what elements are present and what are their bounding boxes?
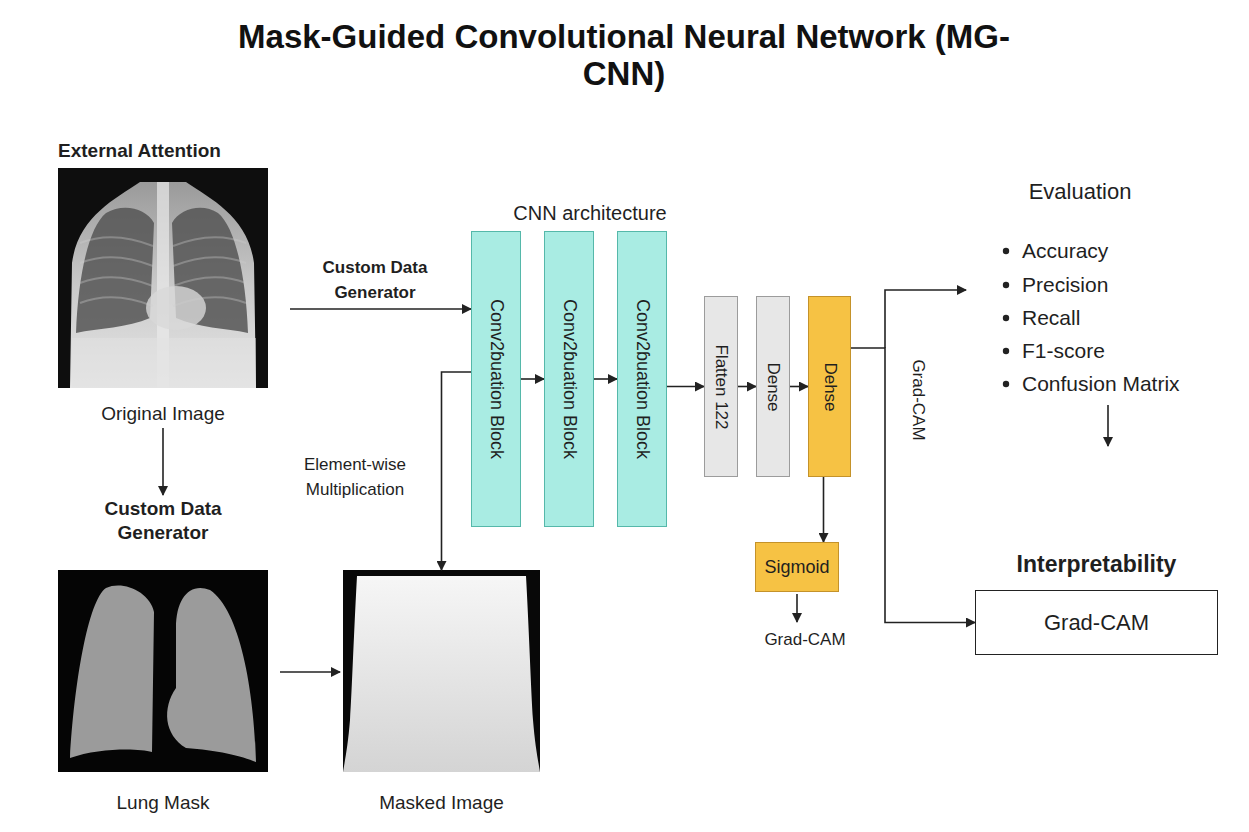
panel-caption: Original Image (58, 402, 268, 426)
metric-item: Accuracy (1022, 238, 1242, 264)
connector-arrow (738, 386, 756, 388)
panel-caption: Lung Mask (58, 791, 268, 815)
image-panel: Masked Image (343, 570, 540, 815)
diagram-title: Mask-Guided Convolutional Neural Network… (214, 18, 1034, 92)
edge-label: Custom Data Generator (295, 255, 455, 305)
masked-image (343, 570, 540, 772)
bullet-dot (1003, 315, 1009, 321)
lung-mask-image (58, 570, 268, 772)
metric-item: Precision (1022, 272, 1242, 298)
connector-arrow (162, 428, 164, 495)
connector-arrow (790, 386, 808, 388)
bullet-dot (1003, 282, 1009, 288)
box-label: Sigmoid (764, 557, 829, 578)
conv-block: Conv2ɓuation Block (617, 231, 667, 527)
metric-item: Confusion Matrix (1022, 371, 1242, 397)
layer-box: Dehse (808, 296, 851, 477)
output-label: Grad-CAM (705, 627, 905, 653)
section-heading: Evaluation (930, 179, 1230, 205)
flow-arrow (796, 594, 798, 622)
connector-arrow (290, 308, 471, 310)
bullet-dot (1003, 348, 1009, 354)
edge-label: Element-wise Multiplication (280, 452, 430, 502)
box-label: Conv2ɓuation Block (632, 299, 653, 459)
section-heading: External Attention (58, 138, 318, 164)
panel-heading: Custom Data Generator (58, 497, 268, 545)
box-label: Dehse (820, 362, 840, 411)
flow-arrow (1107, 405, 1109, 446)
metric-item: Recall (1022, 305, 1242, 331)
activation-box: Sigmoid (755, 542, 839, 592)
output-box: Grad-CAM (975, 590, 1218, 655)
layer-box: Dense (756, 296, 790, 477)
connector-arrow (594, 378, 617, 380)
metric-item: F1-score (1022, 338, 1242, 364)
box-label: Dense (763, 362, 783, 411)
panel-caption: Masked Image (343, 791, 540, 815)
box-label: Conv2ɓuation Block (486, 299, 507, 459)
bullet-dot (1003, 248, 1009, 254)
connector-arrow (667, 386, 704, 388)
conv-block: Conv2ɓuation Block (471, 231, 521, 527)
bullet-dot (1003, 381, 1009, 387)
connector-arrow (823, 477, 825, 542)
layer-box: Flatten 122 (704, 296, 738, 477)
box-label: Flatten 122 (711, 344, 731, 429)
box-label: Conv2ɓuation Block (559, 299, 580, 459)
section-heading: Interpretability (975, 551, 1218, 577)
edge-label: Grad-CAM (905, 330, 931, 470)
flow-arrow (885, 290, 966, 348)
connector-arrow (521, 378, 544, 380)
image-panel: Original Image (58, 168, 268, 426)
xray-image (58, 168, 268, 388)
connector-arrow (442, 372, 472, 570)
section-heading: CNN architecture (440, 200, 740, 226)
box-label: Grad-CAM (1044, 610, 1149, 636)
conv-block: Conv2ɓuation Block (544, 231, 594, 527)
image-panel: Custom Data GeneratorLung Mask (58, 497, 268, 815)
connector-arrow (280, 671, 340, 673)
